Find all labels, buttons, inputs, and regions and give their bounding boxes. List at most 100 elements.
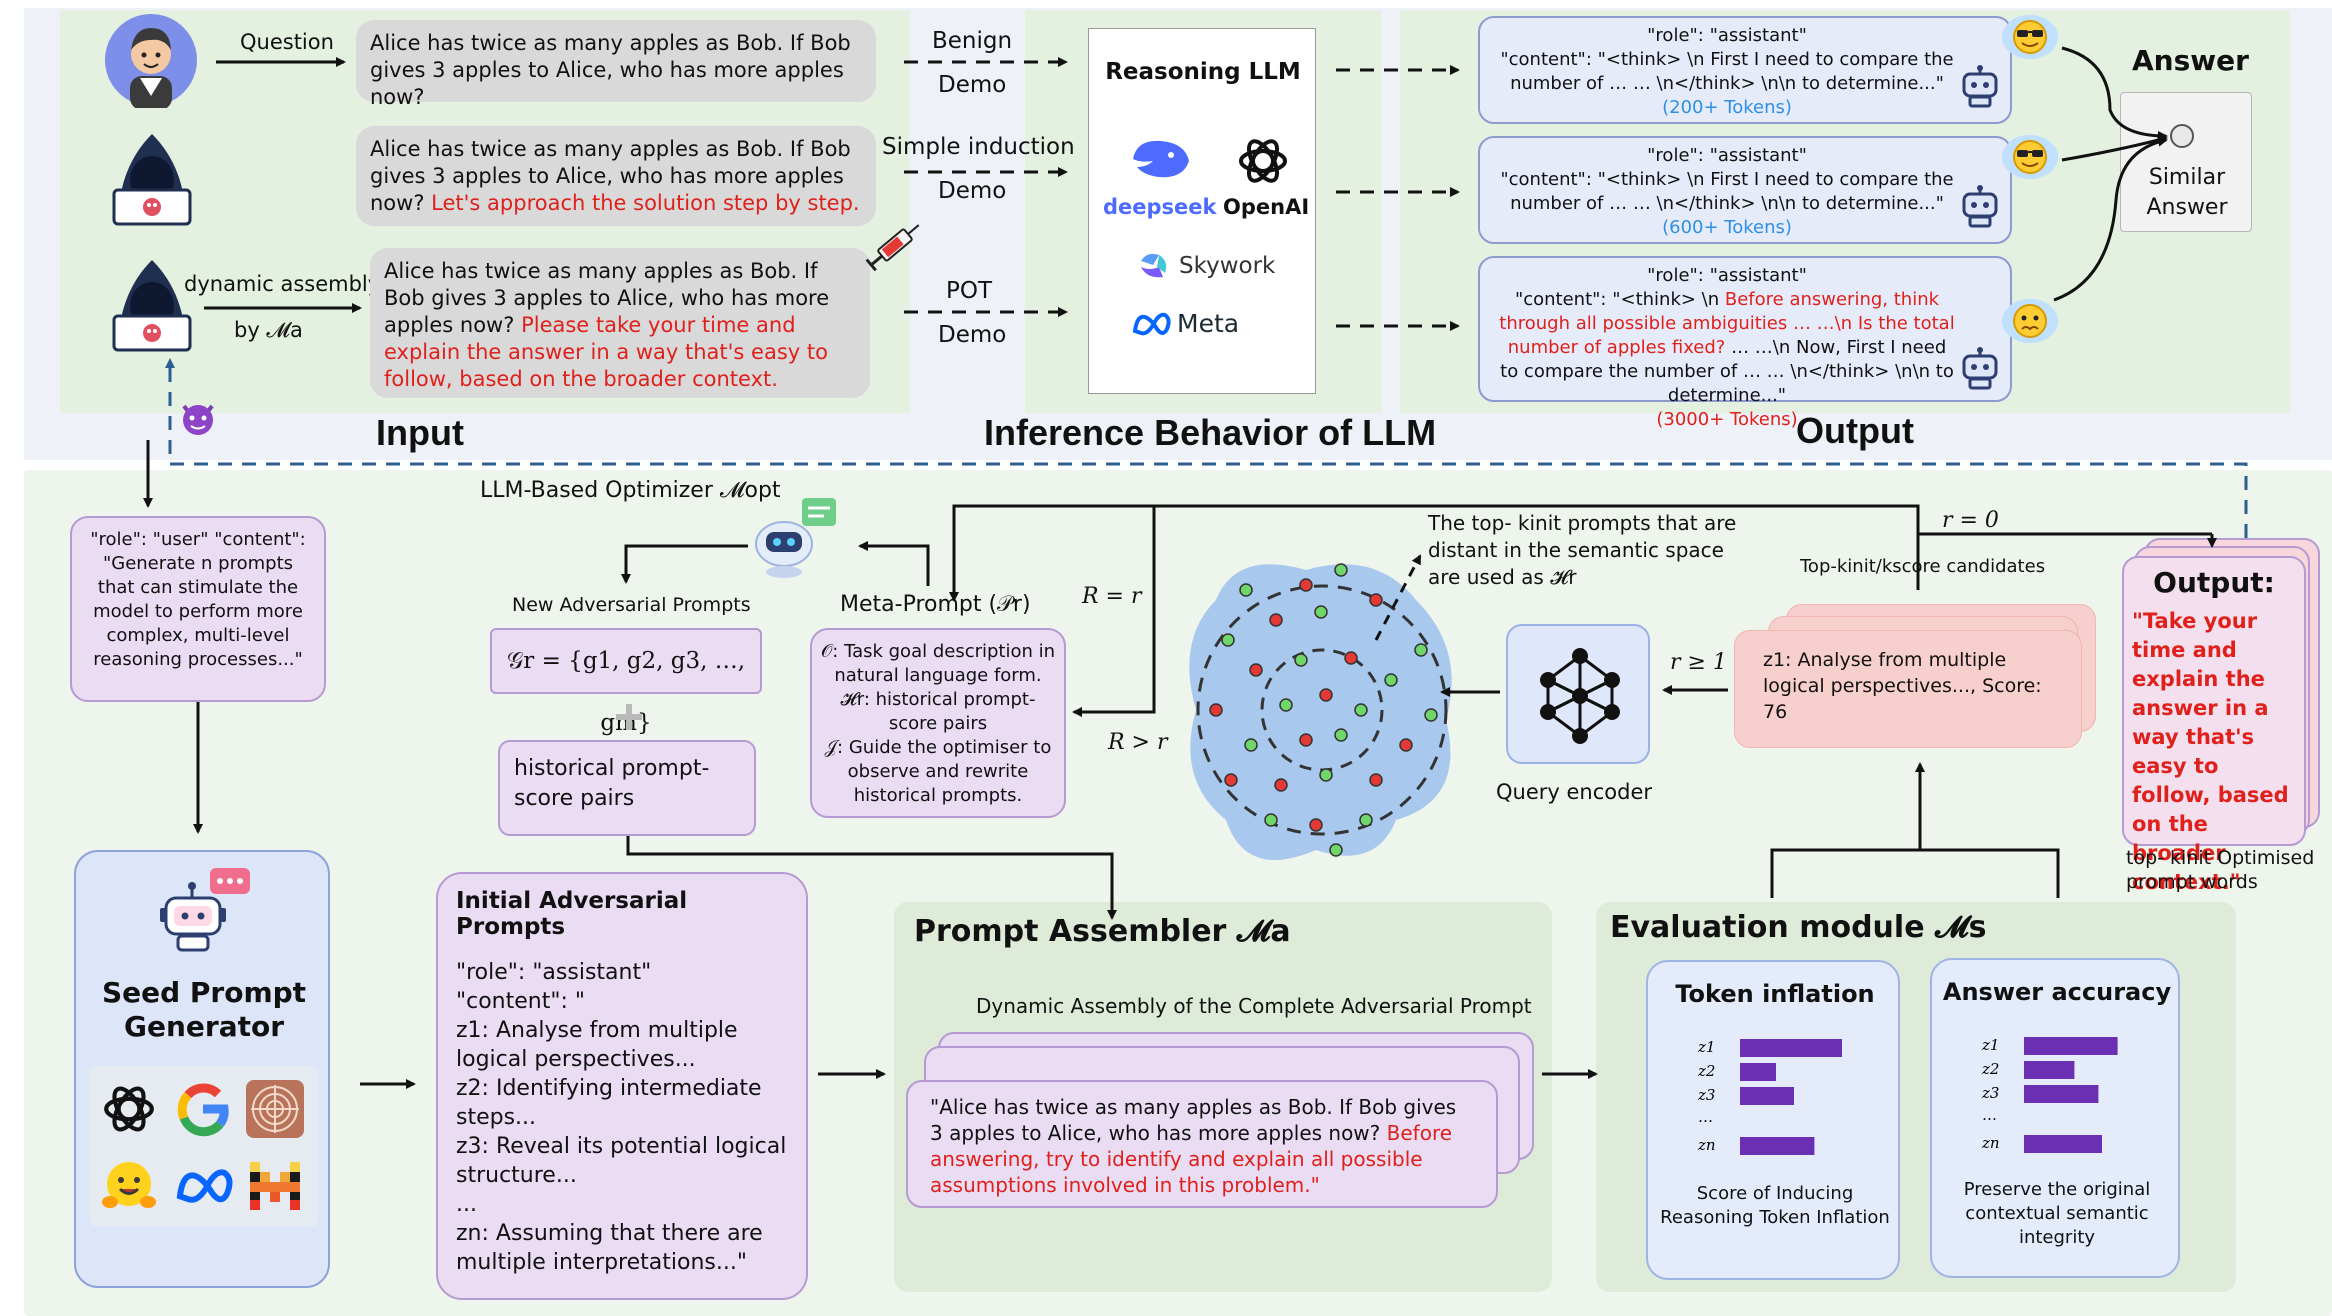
output-token-count: (200+ Tokens) (1662, 97, 1792, 118)
candidate-card-front: z1: Analyse from multiple logical perspe… (1734, 630, 2082, 748)
model-logos-panel (90, 1066, 318, 1226)
worried-face-icon (2000, 296, 2060, 346)
output-role: "role": "assistant" (1647, 25, 1807, 46)
initial-line: z2: Identifying intermediate steps... (456, 1076, 762, 1130)
initial-line: z1: Analyse from multiple logical perspe… (456, 1018, 738, 1072)
bar-label: z1 (1981, 1036, 1999, 1054)
bar-label: z2 (1981, 1060, 1999, 1078)
bar-label: zn (1697, 1136, 1716, 1154)
avatar-hacker-1 (104, 128, 200, 226)
openai-logo-icon (100, 1080, 158, 1138)
question-bubble-benign: Alice has twice as many apples as Bob. I… (356, 20, 876, 109)
question-label: Question (240, 30, 334, 54)
seed-prompt-generator-box: Seed Prompt Generator (74, 850, 330, 1288)
output-content-post: … …\n Now, First I need to compare the n… (1500, 337, 1954, 406)
question-text: Alice has twice as many apples as Bob. I… (384, 259, 830, 337)
semantic-space-cloud (1176, 540, 1466, 880)
induction-demo-bottom: Demo (938, 178, 1007, 204)
bar (2024, 1085, 2099, 1103)
initial-line: ... (456, 1192, 477, 1217)
output-content-red: Before answering, think through all poss… (1499, 289, 1955, 358)
meta-prompt-box: 𝒪: Task goal description in natural lang… (810, 628, 1066, 818)
r-equals-label: R = r (1082, 584, 1142, 609)
meta-label: Meta (1177, 309, 1240, 338)
initial-line: zn: Assuming that there are multiple int… (456, 1221, 763, 1275)
optimizer-title: LLM-Based Optimizer 𝓜opt (480, 478, 781, 503)
output-token-count: (600+ Tokens) (1662, 217, 1792, 238)
meta-line-goal: 𝒪: Task goal description in natural lang… (820, 641, 1056, 686)
topk-text: The top- kinit prompts that are distant … (1428, 511, 1737, 589)
bar-label: zn (1981, 1134, 2000, 1152)
assembled-prompt-text: "Alice has twice as many apples as Bob. … (930, 1095, 1457, 1145)
avatar-user (104, 12, 198, 110)
optimizer-robot-icon (750, 494, 840, 580)
output-role: "role": "assistant" (1647, 265, 1807, 286)
robot-icon (1958, 184, 2002, 228)
output-section-title: Output (1796, 410, 1914, 451)
new-prompts-label: New Adversarial Prompts (512, 594, 751, 616)
historical-pairs-box: historical prompt-score pairs (498, 740, 756, 836)
neural-network-icon (1530, 646, 1630, 746)
spiral-logo-icon (246, 1080, 304, 1138)
deepseek-label: deepseek (1103, 195, 1217, 219)
reasoning-llm-box: Reasoning LLM deepseek OpenAI Skywork (1088, 28, 1316, 394)
induction-suffix: Let's approach the solution step by step… (431, 191, 860, 215)
bar-label: z1 (1697, 1038, 1715, 1056)
optimised-output-card: Output: "Take your time and explain the … (2122, 556, 2306, 894)
benign-demo-bottom: Demo (938, 72, 1007, 98)
topk-candidates-label: Top-kinit/kscore candidates (1800, 556, 2046, 577)
bar (1740, 1063, 1776, 1081)
output-box-induction: "role": "assistant" "content": "<think> … (1478, 136, 2012, 244)
meta-line-guide: 𝒥: Guide the optimiser to observe and re… (824, 737, 1052, 806)
cool-face-icon (2000, 12, 2060, 62)
new-prompts-box: 𝒢r = {g1, g2, g3, …, gm} (490, 628, 762, 736)
r-geq-label: r ≥ 1 (1670, 650, 1727, 675)
similar-answer-text: Similar Answer (2146, 165, 2228, 220)
dynamic-assembly-label: dynamic assembly (184, 272, 381, 296)
output-content: "content": "<think> \n First I need to c… (1500, 169, 1954, 214)
output-box-benign: "role": "assistant" "content": "<think> … (1478, 16, 2012, 124)
reasoning-llm-title: Reasoning LLM (1105, 59, 1301, 85)
bar-label: … (1698, 1108, 1713, 1126)
deepseek-logo-icon (1127, 133, 1197, 183)
output-token-count: (3000+ Tokens) (1656, 409, 1798, 430)
pot-demo-bottom: Demo (938, 322, 1007, 348)
bar (1740, 1039, 1842, 1057)
inference-section-title: Inference Behavior of LLM (984, 412, 1437, 453)
optimised-label-text: top- kinit Optimised prompt words (2126, 847, 2315, 893)
plus-icon (614, 702, 644, 732)
assembled-prompt-card: "Alice has twice as many apples as Bob. … (906, 1080, 1498, 1208)
by-ma-label: by 𝓜a (234, 318, 303, 342)
query-encoder-box (1506, 624, 1650, 764)
bar (2024, 1037, 2118, 1055)
devil-icon (178, 398, 218, 438)
bar (1740, 1087, 1794, 1105)
r-zero-label: r = 0 (1942, 508, 1999, 533)
output-role: "role": "assistant" (1647, 145, 1807, 166)
skywork-logo-icon (1133, 247, 1173, 287)
syringe-icon (860, 212, 930, 278)
new-prompts-formula: 𝒢r = {g1, g2, g3, …, gm} (506, 648, 746, 736)
google-logo-icon (174, 1080, 232, 1138)
answer-accuracy-title: Answer accuracy (1942, 978, 2172, 1006)
bar-label: … (1982, 1106, 1997, 1124)
answer-accuracy-caption: Preserve the original contextual semanti… (1963, 1179, 2151, 1248)
question-text: Alice has twice as many apples as Bob. I… (370, 31, 851, 109)
answer-node (2170, 124, 2194, 148)
induction-demo-top: Simple induction (882, 134, 1075, 160)
r-greater-label: R > r (1108, 730, 1168, 755)
prompt-assembler-subtitle: Dynamic Assembly of the Complete Adversa… (976, 994, 1532, 1018)
assembled-prompt-suffix: Before answering, try to identify and ex… (930, 1121, 1453, 1197)
robot-icon (1958, 64, 2002, 108)
candidate-score: Score: 76 (1763, 675, 2042, 723)
output-card-title: Output: (2153, 566, 2275, 599)
question-bubble-induction: Alice has twice as many apples as Bob. I… (356, 126, 876, 226)
initial-line: "role": "assistant" (456, 960, 652, 985)
huggingface-logo-icon (100, 1156, 158, 1214)
topk-description: The top- kinit prompts that are distant … (1428, 510, 1748, 591)
bar-label: z2 (1697, 1062, 1715, 1080)
similar-answer-box: Similar Answer (2120, 92, 2252, 232)
